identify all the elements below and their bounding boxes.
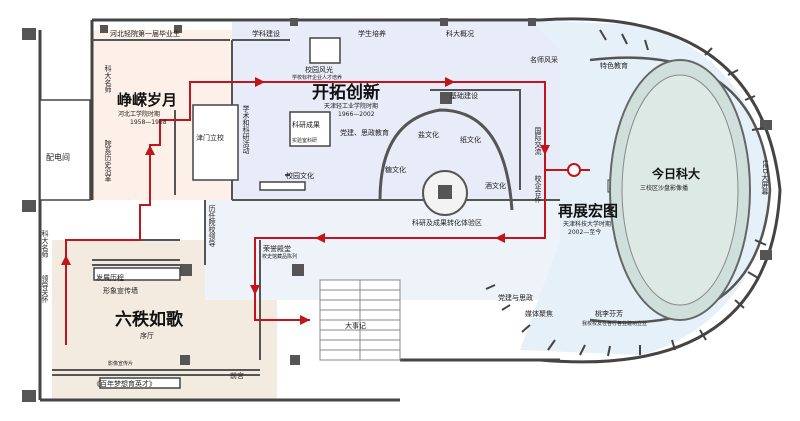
zone-2-years: 1966—2002	[338, 111, 375, 118]
label-peach-sub: 我校校友在各行各业建功立业	[582, 320, 647, 327]
zone-1-years: 1958—1968	[130, 119, 167, 126]
label-construction: 基础建设	[450, 91, 478, 100]
label-leaders-list: 历任院校领导	[208, 205, 216, 247]
electric-room	[39, 99, 91, 201]
curved-exhibit-wall	[378, 108, 514, 211]
label-media: 媒体聚焦	[525, 309, 553, 318]
label-campus-culture: 校园文化	[286, 171, 314, 180]
label-party-edu: 党建、思政教育	[340, 128, 389, 137]
zone-4-sub: 序厅	[140, 331, 154, 340]
label-research-results: 科研成果	[292, 120, 320, 129]
label-graduates: 河北轻院第一届毕业生	[110, 29, 180, 38]
label-glory: 荣誉殿堂	[263, 244, 291, 253]
label-book: 《百年梦想育英才》	[93, 379, 156, 388]
label-transfer-base: 科研及成果转化体验区	[412, 218, 482, 227]
zone-4-title: 六秩如歌	[115, 309, 184, 330]
tour-route	[61, 77, 590, 345]
label-keda: 科大名师	[104, 64, 112, 94]
label-wine: 酒文化	[485, 181, 506, 190]
label-tianjin: 津门立校	[196, 133, 224, 142]
label-glory-sub: 校史馆藏品陈列	[262, 253, 297, 260]
label-coop: 校企合作	[534, 174, 542, 204]
area-labels: 河北轻院第一届毕业生 学科建设 校园风光 学校标杆企业人才培养 学生培养 科大概…	[46, 29, 647, 388]
route-node	[567, 163, 581, 177]
staircase	[319, 279, 401, 361]
label-peach: 桃李芬芳	[595, 309, 623, 318]
label-book-sub: 影像宣传片	[108, 360, 133, 367]
rotunda-louvers	[485, 29, 767, 357]
zone-1-title: 峥嵘岁月	[117, 91, 177, 109]
label-leaders2: 领导关怀	[41, 274, 49, 304]
label-famous-teachers: 名师风采	[530, 55, 558, 64]
zone-1-sub: 河北工学院时期	[118, 110, 160, 118]
outer-walls	[38, 17, 782, 402]
zone-3-title: 再展宏图	[558, 202, 618, 220]
zone-1: 峥嵘岁月 河北工学院时期 1958—1968	[117, 91, 177, 126]
zone-5-title: 今日科大	[651, 166, 700, 181]
zone-3: 再展宏图 天津科技大学时期 2002—至今	[558, 202, 618, 236]
zone-2-sub: 天津轻工业学院时期	[324, 102, 378, 110]
label-electric: 配电间	[46, 152, 70, 162]
label-preface: 前言	[230, 371, 244, 380]
label-intl: 国际交流	[534, 127, 542, 156]
label-research-sub: 实验室科研	[292, 137, 317, 144]
zone-3-years: 2002—至今	[568, 228, 601, 236]
label-paper: 纸文化	[460, 135, 481, 144]
display-counters	[93, 37, 341, 389]
label-campus-scenery: 校园风光	[305, 65, 333, 74]
label-campus-sub: 学校标杆企业人才培养	[292, 74, 342, 81]
zone-5-sub: 三校区沙盘影像播	[640, 184, 688, 192]
label-special-edu: 特色教育	[600, 61, 628, 70]
label-student-dev: 学生培养	[358, 29, 386, 38]
zone-2-title: 开拓创新	[312, 82, 380, 103]
vertical-labels: 科大名师 院系历史沿革 学术和科研活动 历任院校领导 科大名师 领导关怀 国际交…	[41, 64, 769, 304]
label-univ-overview: 科大概况	[446, 29, 474, 38]
zone-5: 今日科大 三校区沙盘影像播	[640, 166, 700, 192]
label-salt: 盐文化	[418, 130, 439, 139]
zone-4: 六秩如歌 序厅	[115, 309, 184, 340]
label-chronicle: 大事记	[345, 321, 366, 330]
zone-2: 开拓创新 天津轻工业学院时期 1966—2002	[312, 82, 380, 118]
label-history: 发展历程	[96, 273, 124, 282]
label-party-ideology: 党建与思政	[498, 293, 533, 302]
label-led: LED大屏幕	[761, 160, 769, 196]
label-sugar: 糖文化	[385, 165, 406, 174]
label-keda-teacher: 科大名师	[41, 229, 49, 259]
zone-3-sub: 天津科技大学时期	[563, 220, 611, 228]
label-leaders: 院系历史沿革	[104, 139, 112, 183]
label-honor-wall: 形象宣传墙	[103, 286, 138, 295]
label-discipline: 学科建设	[252, 29, 280, 38]
label-academic: 学术和科研活动	[242, 104, 250, 155]
